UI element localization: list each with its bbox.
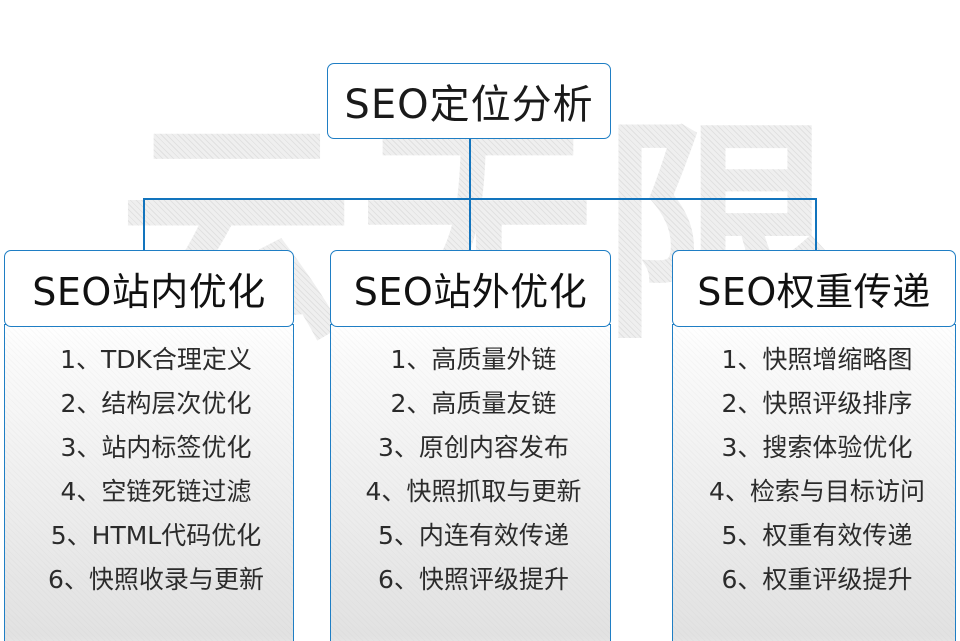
connector-branch-right	[815, 198, 817, 252]
branch-header-seo-weight[interactable]: SEO权重传递	[672, 250, 956, 327]
branch-header-label: SEO权重传递	[697, 270, 931, 314]
branch-list-seo-weight: 1、快照增缩略图 2、快照评级排序 3、搜索体验优化 4、检索与目标访问 5、权…	[672, 324, 956, 641]
branch-column-seo-onsite: SEO站内优化 1、TDK合理定义 2、结构层次优化 3、站内标签优化 4、空链…	[4, 250, 294, 641]
branch-header-seo-offsite[interactable]: SEO站外优化	[330, 250, 611, 327]
list-item: 1、高质量外链	[390, 345, 557, 374]
list-item: 3、搜索体验优化	[721, 433, 913, 462]
branch-list-seo-offsite: 1、高质量外链 2、高质量友链 3、原创内容发布 4、快照抓取与更新 5、内连有…	[330, 324, 611, 641]
list-item: 6、快照收录与更新	[48, 565, 264, 594]
list-item: 1、TDK合理定义	[60, 345, 252, 374]
list-item: 5、内连有效传递	[378, 521, 569, 550]
list-item: 6、快照评级提升	[378, 565, 569, 594]
connector-branch-left	[143, 198, 145, 252]
list-item: 4、检索与目标访问	[709, 477, 925, 506]
list-item: 2、快照评级排序	[721, 389, 913, 418]
connector-horizontal-bus	[143, 198, 817, 200]
list-item: 4、空链死链过滤	[60, 477, 252, 506]
branch-column-seo-offsite: SEO站外优化 1、高质量外链 2、高质量友链 3、原创内容发布 4、快照抓取与…	[330, 250, 611, 641]
branch-header-seo-onsite[interactable]: SEO站内优化	[4, 250, 294, 327]
connector-root-vertical	[469, 138, 471, 200]
list-item: 1、快照增缩略图	[721, 345, 913, 374]
list-item: 3、站内标签优化	[60, 433, 252, 462]
branch-header-label: SEO站内优化	[32, 270, 266, 314]
root-node[interactable]: SEO定位分析	[327, 63, 611, 139]
list-item: 2、高质量友链	[390, 389, 557, 418]
list-item: 5、HTML代码优化	[50, 521, 262, 550]
list-item: 6、权重评级提升	[721, 565, 913, 594]
list-item: 2、结构层次优化	[60, 389, 252, 418]
branch-column-seo-weight: SEO权重传递 1、快照增缩略图 2、快照评级排序 3、搜索体验优化 4、检索与…	[672, 250, 956, 641]
list-item: 4、快照抓取与更新	[365, 477, 582, 506]
connector-branch-middle	[469, 198, 471, 252]
branch-header-label: SEO站外优化	[353, 270, 588, 314]
branch-list-seo-onsite: 1、TDK合理定义 2、结构层次优化 3、站内标签优化 4、空链死链过滤 5、H…	[4, 324, 294, 641]
root-node-title: SEO定位分析	[344, 82, 594, 128]
list-item: 5、权重有效传递	[721, 521, 913, 550]
list-item: 3、原创内容发布	[378, 433, 569, 462]
